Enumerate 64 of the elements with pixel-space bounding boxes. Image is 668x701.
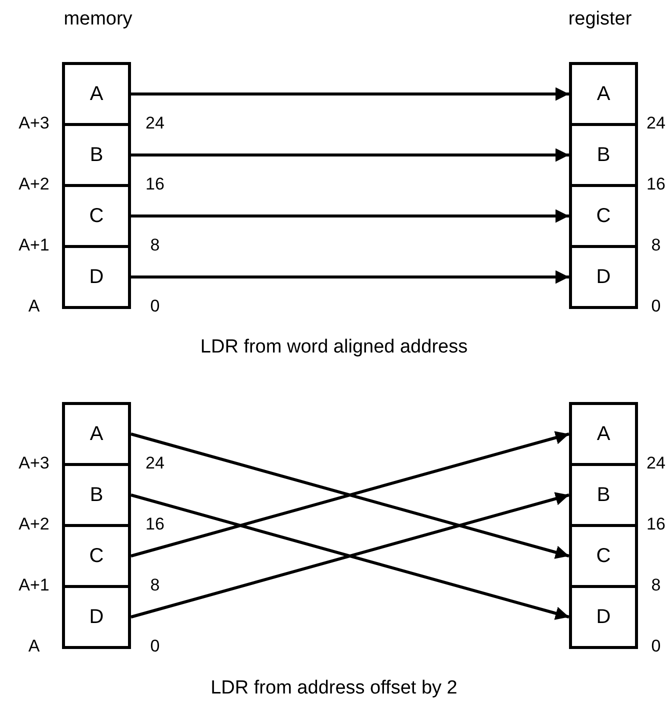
byte-cell xyxy=(62,123,131,187)
byte-cell xyxy=(569,524,638,588)
arrow xyxy=(131,87,569,101)
byte-letter: A xyxy=(90,84,104,104)
bit-label: A+2 xyxy=(18,176,50,194)
bit-label: A+2 xyxy=(18,516,50,534)
byte-letter: B xyxy=(90,485,104,505)
byte-cell xyxy=(62,184,131,248)
bit-label: 24 xyxy=(646,114,666,134)
byte-cell xyxy=(569,245,638,309)
byte-cell xyxy=(62,62,131,126)
byte-cell xyxy=(62,245,131,309)
bit-label: A xyxy=(28,298,40,316)
byte-letter: C xyxy=(596,206,611,226)
byte-cell xyxy=(62,402,131,466)
bit-label: A xyxy=(28,638,40,656)
byte-cell xyxy=(62,463,131,527)
byte-cell xyxy=(569,184,638,248)
bit-label: A+1 xyxy=(18,576,50,596)
byte-cell xyxy=(569,585,638,649)
byte-cell xyxy=(62,585,131,649)
byte-letter: D xyxy=(596,607,611,627)
byte-letter: B xyxy=(596,145,610,165)
bit-label: 24 xyxy=(146,454,164,474)
byte-letter: D xyxy=(596,267,611,287)
byte-letter: C xyxy=(89,206,104,226)
byte-letter: A xyxy=(90,424,104,444)
arrow xyxy=(131,270,569,284)
bit-label: 16 xyxy=(146,516,164,534)
byte-letter: C xyxy=(596,546,611,566)
bit-label: A+3 xyxy=(18,114,50,134)
byte-letter: D xyxy=(89,267,104,287)
bit-label: 8 xyxy=(651,236,661,256)
bit-label: 16 xyxy=(146,176,164,194)
bit-label: 24 xyxy=(646,454,666,474)
bit-label: 8 xyxy=(150,576,160,596)
arrow xyxy=(131,148,569,162)
bit-label: A+3 xyxy=(18,454,50,474)
bit-label: 16 xyxy=(646,176,666,194)
bit-label: A+1 xyxy=(18,236,50,256)
byte-letter: A xyxy=(596,84,610,104)
byte-cell xyxy=(569,62,638,126)
bit-label: 24 xyxy=(146,114,164,134)
bit-label: 8 xyxy=(150,236,160,256)
byte-cell xyxy=(569,402,638,466)
bit-label: 0 xyxy=(150,298,160,316)
caption: LDR from address offset by 2 xyxy=(210,678,458,700)
arrow xyxy=(131,209,569,223)
caption: memory xyxy=(64,10,132,30)
bit-label: 0 xyxy=(150,638,160,656)
bit-label: 8 xyxy=(651,576,661,596)
byte-letter: B xyxy=(596,485,610,505)
byte-letter: A xyxy=(596,424,610,444)
byte-letter: B xyxy=(90,145,104,165)
byte-cell xyxy=(569,463,638,527)
bit-label: 0 xyxy=(651,638,661,656)
caption: register xyxy=(568,10,632,30)
byte-cell xyxy=(569,123,638,187)
bit-label: 0 xyxy=(651,298,661,316)
bit-label: 16 xyxy=(646,516,666,534)
byte-letter: C xyxy=(89,546,104,566)
caption: LDR from word aligned address xyxy=(200,338,468,358)
byte-letter: D xyxy=(89,607,104,627)
byte-cell xyxy=(62,524,131,588)
